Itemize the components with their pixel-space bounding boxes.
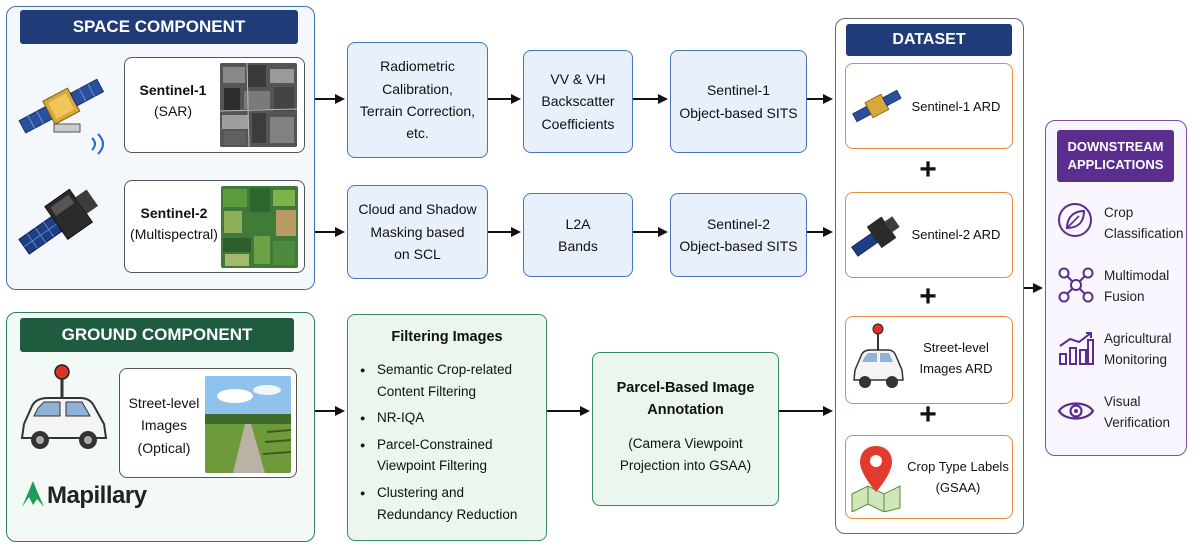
s1-sits-box: Sentinel-1 Object-based SITS <box>670 50 807 153</box>
filtering-item-line: Semantic Crop-related <box>377 362 513 377</box>
dataset-item-line: Crop Type Labels <box>907 459 1009 474</box>
app-label-line: Crop <box>1104 205 1134 220</box>
s2-l2a-line: L2A <box>565 215 591 232</box>
s1-preprocessing-box: Radiometric Calibration, Terrain Correct… <box>347 42 488 158</box>
plus-sign: + <box>919 280 937 313</box>
plus-sign: + <box>919 398 937 431</box>
app-label-line: Multimodal <box>1104 268 1170 283</box>
filtering-item: NR-IQA <box>360 407 542 429</box>
sentinel-2-name: Sentinel-2 <box>140 205 208 221</box>
mapillary-car-icon <box>20 364 108 449</box>
space-component-header: SPACE COMPONENT <box>20 10 298 44</box>
mapillary-car-icon <box>853 323 904 388</box>
leaf-icon <box>1058 203 1092 237</box>
street-image-thumbnail <box>205 376 291 473</box>
s2-cloud-mask-line: Masking based <box>370 223 465 240</box>
s2-sits-box: Sentinel-2 Object-based SITS <box>670 193 807 277</box>
filtering-item-line: NR-IQA <box>377 410 425 426</box>
annotation-title-line: Annotation <box>647 402 724 419</box>
eye-icon <box>1057 402 1095 420</box>
s1-backscatter-line: Coefficients <box>541 115 615 132</box>
annotation-title-line: Parcel-Based Image <box>616 380 755 396</box>
filtering-item-line: Clustering and <box>377 484 465 500</box>
app-label-line: Classification <box>1104 225 1184 241</box>
dataset-item-label: Crop Type Labels (GSAA) <box>905 457 1011 499</box>
sentinel-2-satellite-icon <box>18 188 99 255</box>
s2-cloud-mask-line: on SCL <box>394 246 441 263</box>
app-label-line: Agricultural <box>1104 331 1172 346</box>
s2-cloud-mask-line: Cloud and Shadow <box>358 201 477 218</box>
sentinel-2-satellite-icon <box>851 216 900 257</box>
app-label-line: Fusion <box>1104 288 1145 304</box>
map-pin-icon <box>851 446 901 512</box>
downstream-header-line: DOWNSTREAM <box>1067 139 1164 155</box>
s1-preprocessing-line: etc. <box>406 125 429 142</box>
sentinel-2-sub: (Multispectral) <box>130 226 218 242</box>
s1-backscatter-line: VV & VH <box>550 70 606 87</box>
s2-cloud-mask-box: Cloud and Shadow Masking based on SCL <box>347 185 488 279</box>
s2-l2a-box: L2A Bands <box>523 193 633 277</box>
dataset-item-line: (GSAA) <box>935 479 981 495</box>
annotation-title: Parcel-Based Image Annotation <box>593 377 778 422</box>
s1-preprocessing-line: Radiometric <box>380 58 455 75</box>
ground-component-header: GROUND COMPONENT <box>20 318 294 352</box>
app-label-visual-verification: Visual Verification <box>1104 392 1170 434</box>
s1-backscatter-box: VV & VH Backscatter Coefficients <box>523 50 633 153</box>
annotation-subtitle: (Camera Viewpoint Projection into GSAA) <box>593 433 778 476</box>
s1-sits-line: Object-based SITS <box>679 104 798 121</box>
sentinel-1-satellite-icon <box>18 78 105 155</box>
annotation-sub-line: (Camera Viewpoint <box>628 436 743 451</box>
filtering-images-box: Filtering Images Semantic Crop-relatedCo… <box>347 314 547 541</box>
s1-preprocessing-line: Calibration, <box>382 80 453 97</box>
dataset-item-label: Sentinel-1 ARD <box>911 99 1001 114</box>
sentinel-1-satellite-icon <box>852 89 902 123</box>
street-level-line: Images <box>141 417 187 434</box>
sentinel-2-label: Sentinel-2 (Multispectral) <box>126 203 222 245</box>
filtering-title: Filtering Images <box>391 329 503 345</box>
network-icon <box>1058 267 1094 303</box>
s2-sits-line: Object-based SITS <box>679 238 798 254</box>
filtering-item-line: Parcel-Constrained <box>377 436 493 452</box>
dataset-item-label: Street-level Images ARD <box>905 338 1007 380</box>
filtering-item-line: Redundancy Reduction <box>377 506 518 522</box>
dataset-item-line: Images ARD <box>919 360 993 376</box>
downstream-header-line: APPLICATIONS <box>1067 157 1164 172</box>
s1-backscatter-line: Backscatter <box>541 93 615 110</box>
s2-sits-line: Sentinel-2 <box>706 215 771 232</box>
street-level-line: (Optical) <box>137 439 191 456</box>
downstream-header: DOWNSTREAM APPLICATIONS <box>1057 130 1174 182</box>
mapillary-logo-icon <box>22 481 44 507</box>
street-level-line: Street-level <box>128 395 200 411</box>
app-label-crop-classification: Crop Classification <box>1104 203 1184 245</box>
multispectral-image-thumbnail <box>221 186 298 268</box>
app-label-line: Verification <box>1104 414 1171 430</box>
street-level-label: Street-level Images (Optical) <box>122 392 206 459</box>
dataset-item-label: Sentinel-2 ARD <box>911 227 1001 242</box>
app-label-line: Visual <box>1104 394 1141 409</box>
filtering-item-line: Viewpoint Filtering <box>377 458 488 474</box>
app-label-agricultural-monitoring: Agricultural Monitoring <box>1104 329 1172 371</box>
s1-preprocessing-line: Terrain Correction, <box>359 103 476 119</box>
dataset-header: DATASET <box>846 24 1012 56</box>
sentinel-1-name: Sentinel-1 <box>139 82 207 98</box>
annotation-sub-line: Projection into GSAA) <box>619 457 752 473</box>
sar-image-thumbnail <box>220 63 297 147</box>
mapillary-wordmark: Mapillary <box>47 482 147 509</box>
parcel-annotation-box: Parcel-Based Image Annotation (Camera Vi… <box>592 352 779 506</box>
plus-sign: + <box>919 153 937 186</box>
s1-sits-line: Sentinel-1 <box>706 82 771 99</box>
sentinel-1-sub: (SAR) <box>153 103 193 119</box>
app-label-line: Monitoring <box>1104 351 1168 367</box>
filtering-item-line: Content Filtering <box>377 383 477 399</box>
chart-icon <box>1059 332 1094 365</box>
app-label-multimodal-fusion: Multimodal Fusion <box>1104 266 1169 308</box>
sentinel-1-label: Sentinel-1 (SAR) <box>128 80 218 122</box>
s2-l2a-line: Bands <box>558 238 598 254</box>
dataset-item-line: Street-level <box>923 340 989 355</box>
